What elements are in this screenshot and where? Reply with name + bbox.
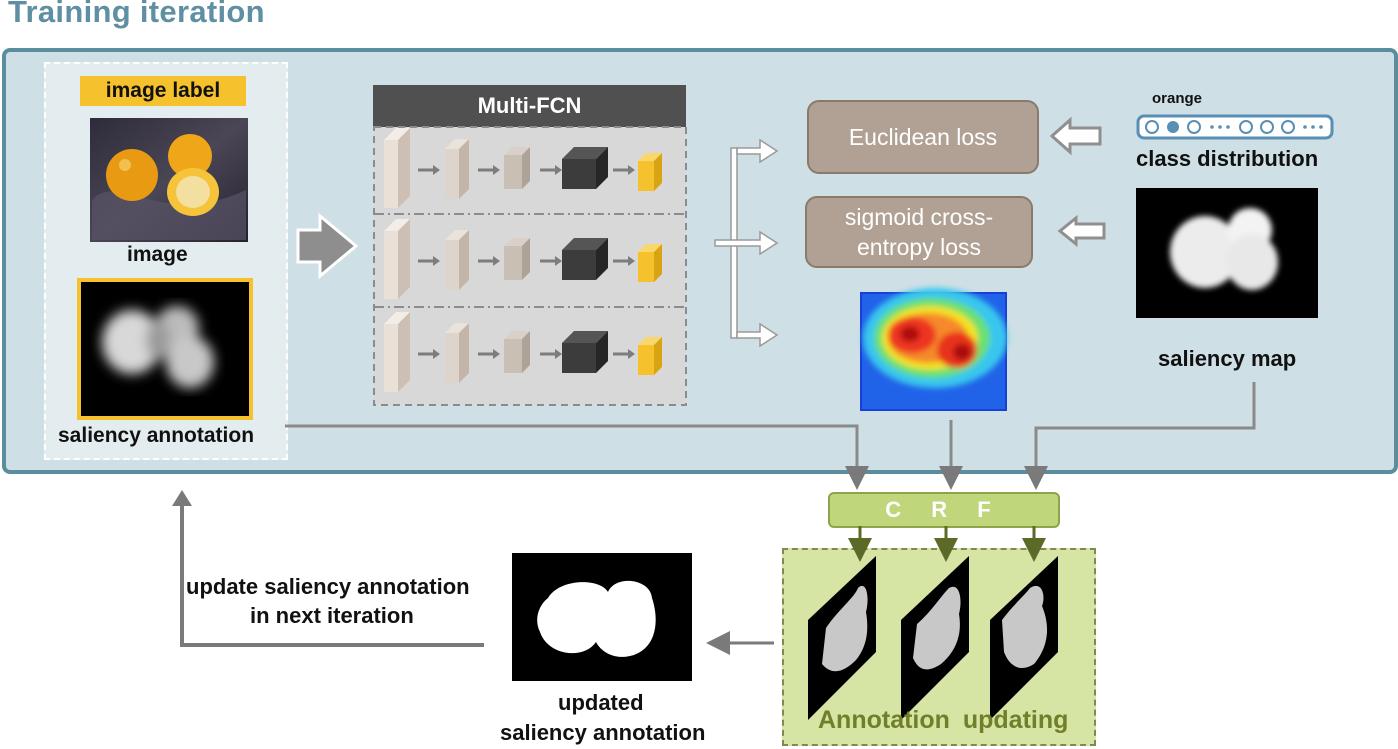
deep-layer (562, 147, 608, 189)
feedback-arrow (180, 504, 484, 647)
layer-arrow-icon (540, 256, 562, 266)
conv-layer-2 (445, 230, 469, 290)
euclidean-loss-box: Euclidean loss (807, 100, 1039, 174)
image-label-tag: image label (80, 76, 246, 106)
diagram-title: Training iteration (8, 0, 265, 29)
conv-layer-1 (384, 219, 410, 299)
layer-arrow-icon (418, 256, 440, 266)
layer-arrow-icon (613, 165, 635, 175)
annotation-slice (808, 556, 876, 720)
saliency-annotation-image (77, 278, 253, 420)
annotation-slices (808, 556, 1058, 720)
layer-arrow-icon (613, 349, 635, 359)
annotation-slice (901, 556, 969, 720)
saliency-arrow-icon (1057, 214, 1106, 248)
multi-fcn-header: Multi-FCN (373, 85, 686, 127)
input-image (90, 118, 248, 242)
deep-layer (562, 238, 608, 280)
saliency-map-image (1136, 188, 1318, 318)
sigmoid-loss-box: sigmoid cross- entropy loss (805, 196, 1033, 268)
crf-output-arrows (848, 526, 1046, 562)
conv-layer-2 (445, 139, 469, 199)
conv-layer-3 (504, 147, 530, 189)
class-distribution-vector (1136, 114, 1334, 140)
update-note-line1: update saliency annotation (186, 574, 470, 599)
input-arrow-icon (296, 212, 359, 280)
conv-layer-1 (384, 128, 410, 208)
layer-arrow-icon (540, 165, 562, 175)
layer-arrow-icon (418, 165, 440, 175)
feedback-arrow-head-icon (172, 490, 192, 506)
saliency-map-caption: saliency map (1158, 346, 1297, 371)
orange-label: orange (1152, 90, 1203, 107)
output-layer (638, 153, 662, 191)
saliency-annotation-caption: saliency annotation (58, 424, 255, 447)
updated-annotation-image (512, 553, 692, 681)
layer-arrow-icon (418, 349, 440, 359)
conv-layer-3 (504, 331, 530, 373)
layer-arrow-icon (478, 256, 500, 266)
conv-layer-1 (384, 312, 410, 392)
fcn-streams (384, 128, 662, 392)
layer-arrow-icon (540, 349, 562, 359)
output-arrows (714, 138, 779, 348)
output-layer (638, 337, 662, 375)
sigmoid-loss-line1: sigmoid cross- (844, 204, 994, 230)
sigmoid-loss-line2: entropy loss (856, 234, 981, 260)
layer-arrow-icon (613, 256, 635, 266)
updated-caption-line1: updated (558, 690, 644, 715)
annotation-slice (990, 556, 1058, 720)
crf-connectors (285, 382, 1256, 490)
update-note-line2: in next iteration (250, 603, 414, 628)
layer-arrow-icon (478, 349, 500, 359)
class-distribution-caption: class distribution (1136, 146, 1319, 171)
updated-caption-line2: saliency annotation (500, 720, 706, 745)
deep-layer (562, 331, 608, 373)
image-caption: image (127, 243, 188, 266)
class-arrow-icon (1049, 116, 1102, 156)
annotation-updating-caption: Annotation updating (818, 706, 1069, 734)
conv-layer-2 (445, 323, 469, 383)
crf-box: C R F (828, 492, 1060, 528)
layer-arrow-icon (478, 165, 500, 175)
euclidean-loss-label: Euclidean loss (848, 124, 998, 150)
heatmap-image (860, 288, 1007, 411)
output-layer (638, 244, 662, 282)
conv-layer-3 (504, 238, 530, 280)
